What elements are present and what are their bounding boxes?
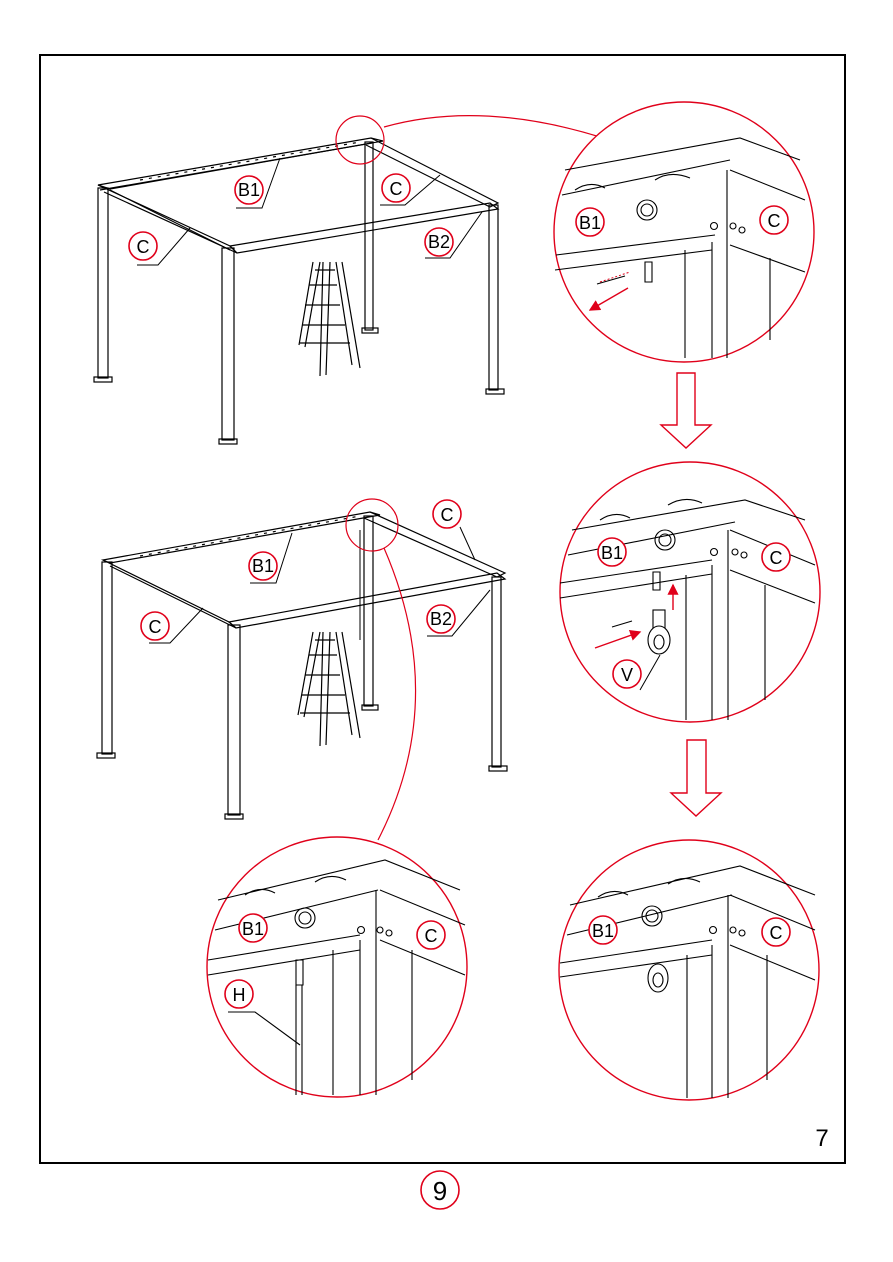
pergola-bottom — [97, 512, 507, 819]
label-c: C — [441, 505, 454, 525]
ladder-icon — [298, 632, 360, 746]
step-number: 7 — [815, 1125, 828, 1152]
label-b2: B2 — [430, 609, 452, 629]
label-v: V — [621, 665, 633, 685]
label-b1: B1 — [252, 556, 274, 576]
detail-2: B1 C V — [560, 462, 820, 722]
label-b1: B1 — [592, 921, 614, 941]
page-number: 9 — [433, 1176, 447, 1206]
down-arrow-icon — [661, 373, 711, 448]
label-c: C — [137, 237, 150, 257]
detail-4: B1 C — [559, 840, 819, 1100]
scene-bottom-labels: C B1 C B2 — [141, 500, 461, 640]
down-arrow-icon — [671, 740, 721, 816]
label-b1: B1 — [238, 180, 260, 200]
label-h: H — [233, 985, 246, 1005]
zoom-circle — [346, 499, 398, 551]
label-c: C — [770, 923, 783, 943]
label-b1: B1 — [601, 543, 623, 563]
label-c: C — [149, 617, 162, 637]
detail-3: B1 C H — [207, 837, 467, 1097]
detail-1: B1 C — [554, 102, 814, 362]
label-c: C — [390, 179, 403, 199]
label-b2: B2 — [428, 232, 450, 252]
pergola-top — [94, 138, 504, 444]
label-b1: B1 — [579, 213, 601, 233]
label-b1: B1 — [242, 919, 264, 939]
label-c: C — [425, 926, 438, 946]
label-c: C — [768, 211, 781, 231]
ladder-icon — [299, 262, 360, 376]
label-c: C — [770, 548, 783, 568]
